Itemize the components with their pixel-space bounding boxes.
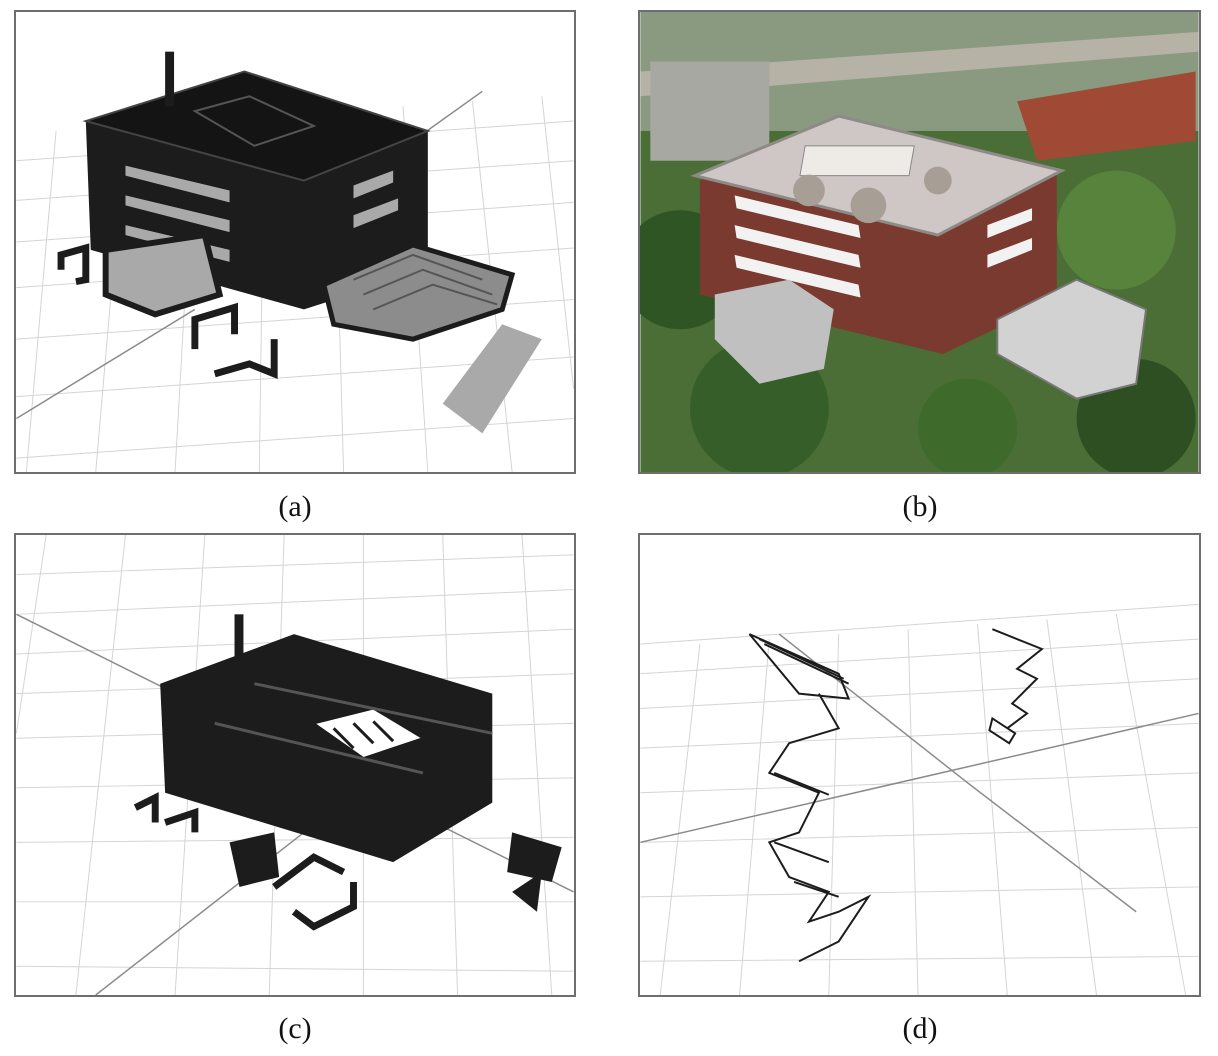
staircase-left <box>748 633 872 963</box>
caption-b: (b) <box>902 490 938 523</box>
panel-b-aerial-photo <box>638 10 1201 474</box>
panel-a-building-model <box>14 10 576 474</box>
ground-grid <box>640 603 1199 995</box>
structural-model-render <box>16 535 574 995</box>
building-model-render <box>16 51 574 472</box>
caption-d: (d) <box>902 1012 938 1045</box>
aerial-photo <box>640 12 1199 472</box>
caption-c: (c) <box>278 1012 312 1045</box>
caption-a: (a) <box>278 490 312 523</box>
panel-c-structural-model <box>14 533 576 997</box>
panel-d-staircase-model <box>638 533 1201 997</box>
staircase-right <box>988 628 1044 745</box>
staircase-model-render <box>640 603 1199 995</box>
